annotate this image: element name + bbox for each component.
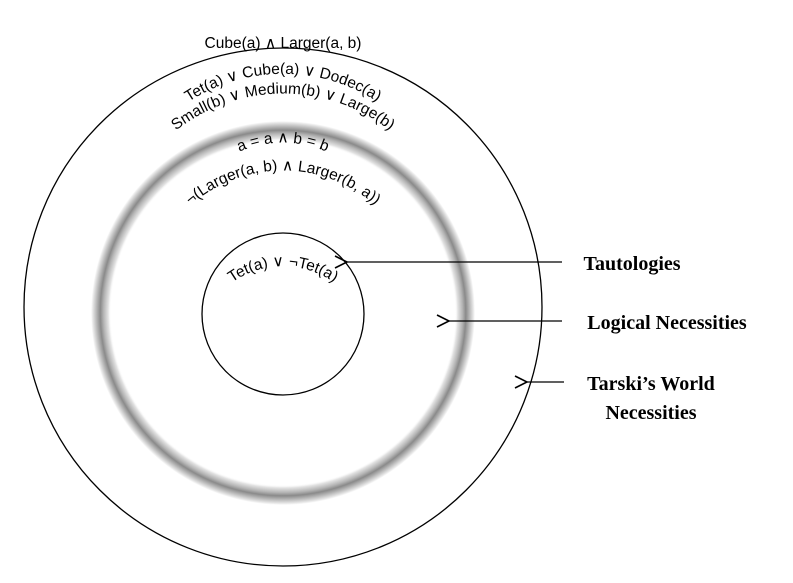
outer-top-label: Cube(a) ∧ Larger(a, b) <box>205 35 362 52</box>
logical-necessities-label: Logical Necessities <box>587 312 747 334</box>
tautologies-label: Tautologies <box>583 253 680 275</box>
outer-circle <box>23 47 543 567</box>
tarskis-world-label-line-1: Tarski’s World <box>587 373 715 395</box>
tarskis-world-label-line-2: Necessities <box>605 402 696 424</box>
inner-circle <box>201 232 365 396</box>
